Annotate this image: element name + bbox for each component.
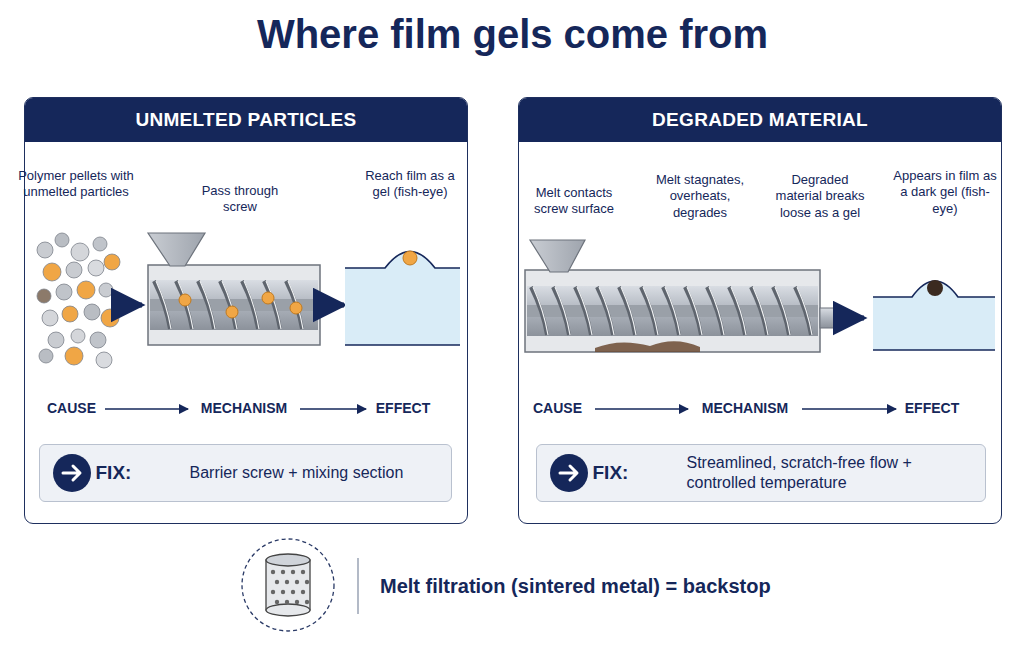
- flow-stage: MECHANISM: [189, 400, 299, 418]
- fix-box: FIX: Streamlined, scratch-free flow + con…: [536, 444, 986, 502]
- step-caption: Reach film as a gel (fish-eye): [360, 168, 460, 201]
- step-caption: Melt stagnates, overheats, degrades: [645, 172, 755, 221]
- section-panel: UNMELTED PARTICLES FIX: Barrier screw + mi…: [24, 97, 468, 524]
- flow-stage: EFFECT: [368, 400, 438, 418]
- flow-stage: MECHANISM: [690, 400, 800, 418]
- unmelted-illustration: [37, 233, 460, 409]
- panel-heading: DEGRADED MATERIAL: [519, 98, 1001, 142]
- step-caption: Polymer pellets with unmelted particles: [18, 168, 134, 201]
- flow-stage: CAUSE: [47, 400, 96, 418]
- filter-icon: [242, 539, 358, 631]
- step-caption: Melt contacts screw surface: [524, 185, 624, 218]
- fix-text: Barrier screw + mixing section: [190, 463, 438, 483]
- fix-text: Streamlined, scratch-free flow + control…: [687, 453, 972, 493]
- degraded-illustration: [525, 240, 995, 409]
- flow-stage: EFFECT: [897, 400, 967, 418]
- step-caption: Appears in film as a dark gel (fish-eye): [893, 168, 997, 217]
- panel-heading: UNMELTED PARTICLES: [25, 98, 467, 142]
- fix-icon: [549, 453, 589, 493]
- fix-label: FIX:: [593, 462, 629, 484]
- step-caption: Pass through screw: [185, 183, 295, 216]
- section-panel: DEGRADED MATERIAL FIX: Streamlined, scratc…: [518, 97, 1002, 524]
- fix-label: FIX:: [96, 462, 132, 484]
- diagram-title: Where film gels come from: [0, 12, 1025, 57]
- fix-box: FIX: Barrier screw + mixing section: [39, 444, 452, 502]
- step-caption: Degraded material breaks loose as a gel: [770, 172, 870, 221]
- fix-icon: [52, 453, 92, 493]
- flow-stage: CAUSE: [533, 400, 582, 418]
- backstop-note: Melt filtration (sintered metal) = backs…: [380, 574, 771, 599]
